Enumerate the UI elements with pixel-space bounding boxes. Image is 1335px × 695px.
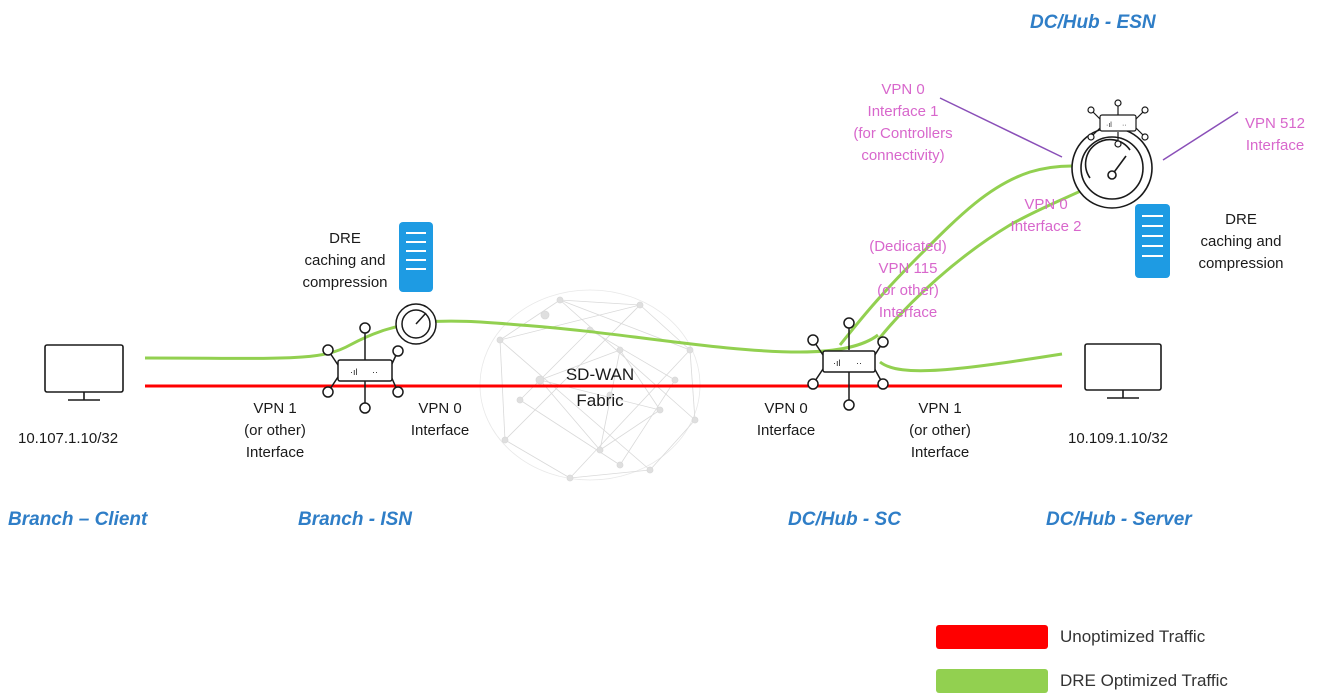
legend-optimized-swatch (936, 669, 1048, 693)
esn-vpn0-if1-line-3: (for Controllers (853, 125, 953, 142)
sc-vpn0-line-1: VPN 0 (764, 400, 808, 417)
esn-gauge-icon (1071, 127, 1153, 209)
svg-text:··: ·· (856, 358, 862, 368)
optimized-traffic-path-branch (144, 319, 879, 360)
svg-text:·ıl: ·ıl (350, 367, 358, 377)
sc-vpn0-label: VPN 0 Interface (741, 398, 831, 442)
esn-vpn512-line-2: Interface (1245, 137, 1305, 154)
esn-vpn0-if2-line-1: VPN 0 (1024, 196, 1068, 213)
sd-wan-line-1: SD-WAN (565, 365, 635, 384)
legend-unoptimized-swatch (936, 625, 1048, 649)
sd-wan-fabric-label: SD-WAN Fabric (560, 362, 640, 414)
dc-sc-router-icon: ·ıl ·· (807, 317, 889, 411)
dc-dre-label: DRE caching and compression (1186, 209, 1296, 275)
isn-vpn0-label: VPN 0 Interface (395, 398, 485, 442)
esn-vpn512-line-1: VPN 512 (1244, 115, 1306, 132)
esn-router-icon: ·ıl ·· (1087, 99, 1149, 148)
dedicated-vpn115-line-2: VPN 115 (878, 260, 938, 277)
legend-unoptimized-label: Unoptimized Traffic (1060, 627, 1206, 646)
optimized-traffic-path-esn-up (838, 164, 1116, 346)
site-dc-server: DC/Hub - Server (1046, 509, 1192, 530)
dedicated-vpn115-line-3: (or other) (877, 282, 939, 299)
sd-wan-line-2: Fabric (576, 391, 624, 410)
esn-vpn0-if1-label: VPN 0 Interface 1 (for Controllers conne… (828, 79, 978, 167)
legend-optimized: DRE Optimized Traffic (936, 669, 1228, 693)
isn-vpn1-line-1: VPN 1 (253, 400, 297, 417)
esn-vpn0-if1-line-1: VPN 0 (881, 81, 925, 98)
branch-dre-line-1: DRE (329, 230, 361, 247)
svg-text:·ıl: ·ıl (1106, 122, 1112, 129)
isn-vpn1-label: VPN 1 (or other) Interface (225, 398, 325, 464)
dc-dre-line-2: caching and (1200, 233, 1282, 250)
isn-vpn1-line-2: (or other) (244, 422, 306, 439)
dedicated-vpn115-line-4: Interface (878, 304, 938, 321)
site-dc-esn: DC/Hub - ESN (1030, 12, 1156, 33)
esn-vpn0-if2-line-2: Interface 2 (1010, 218, 1082, 235)
isn-vpn1-line-3: Interface (245, 444, 305, 461)
esn-vpn0-if1-line-2: Interface 1 (867, 103, 939, 120)
legend-unoptimized: Unoptimized Traffic (936, 625, 1205, 649)
sc-vpn1-line-2: (or other) (909, 422, 971, 439)
dc-dre-line-1: DRE (1225, 211, 1257, 228)
isn-vpn0-line-1: VPN 0 (418, 400, 462, 417)
legend-optimized-label: DRE Optimized Traffic (1060, 671, 1228, 690)
svg-text:··: ·· (1122, 122, 1127, 129)
isn-vpn0-line-2: Interface (410, 422, 470, 439)
dedicated-vpn115-label: (Dedicated) VPN 115 (or other) Interface (853, 236, 963, 324)
sc-vpn1-label: VPN 1 (or other) Interface (890, 398, 990, 464)
site-dc-sc: DC/Hub - SC (788, 509, 901, 530)
sc-vpn0-line-2: Interface (756, 422, 816, 439)
esn-vpn0-interface1-link (939, 97, 1063, 158)
branch-dre-line-3: compression (302, 274, 388, 291)
client-ip-label: 10.107.1.10/32 (18, 430, 119, 447)
dc-dre-server-icon (1135, 204, 1170, 278)
site-branch-isn: Branch - ISN (298, 509, 413, 530)
branch-dre-line-2: caching and (304, 252, 386, 269)
sc-vpn1-line-1: VPN 1 (918, 400, 962, 417)
site-branch-client: Branch – Client (8, 509, 148, 530)
branch-gauge-icon (395, 303, 437, 345)
sc-vpn1-line-3: Interface (910, 444, 970, 461)
client-monitor-icon (44, 344, 124, 401)
dc-dre-line-3: compression (1198, 255, 1284, 272)
branch-dre-server-icon (399, 222, 433, 292)
svg-text:·ıl: ·ıl (833, 358, 841, 368)
branch-dre-label: DRE caching and compression (295, 228, 395, 294)
esn-vpn0-if2-label: VPN 0 Interface 2 (996, 194, 1096, 238)
svg-text:··: ·· (372, 367, 378, 377)
esn-vpn512-label: VPN 512 Interface (1235, 113, 1315, 157)
server-monitor-icon (1084, 343, 1162, 399)
esn-vpn0-if1-line-4: connectivity) (861, 147, 945, 164)
branch-isn-router-icon: ·ıl ·· (322, 322, 404, 414)
esn-vpn512-link (1162, 111, 1239, 161)
dedicated-vpn115-line-1: (Dedicated) (869, 238, 947, 255)
optimized-traffic-path-server (879, 352, 1063, 373)
server-ip-label: 10.109.1.10/32 (1068, 430, 1169, 447)
